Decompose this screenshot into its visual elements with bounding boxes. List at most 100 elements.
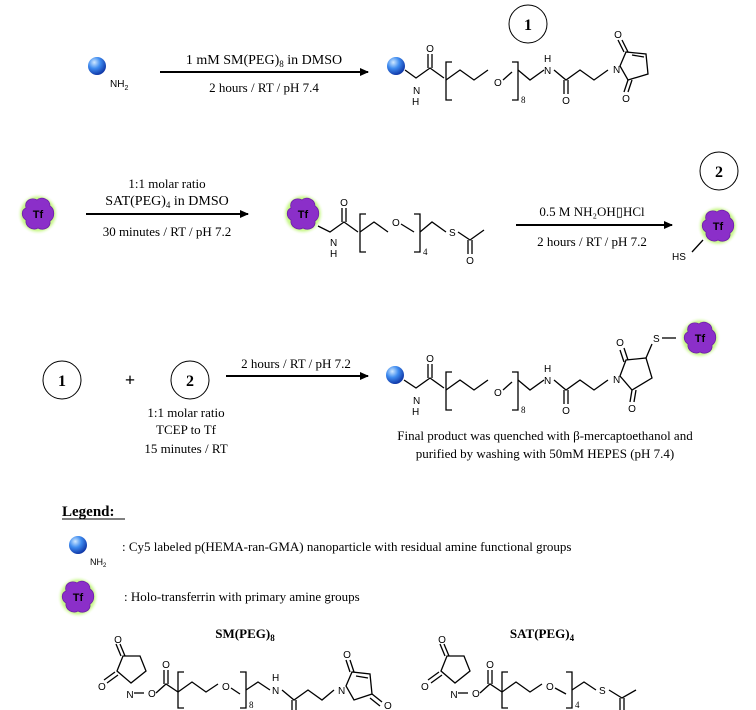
legend-tf-description: : Holo-transferrin with primary amine gr… (124, 589, 360, 604)
svg-text:O: O (616, 338, 624, 349)
svg-text:O: O (494, 78, 502, 89)
svg-text:O: O (614, 30, 622, 41)
svg-text:N: N (450, 690, 457, 701)
row2-reactant: Tf (16, 192, 60, 236)
thiol-label: HS (672, 252, 686, 263)
svg-text:O: O (426, 44, 434, 55)
compound-number-1: 1 (524, 17, 532, 34)
legend-np-description: : Cy5 labeled p(HEMA-ran-GMA) nanopartic… (122, 539, 571, 554)
sat-peg-label: SAT(PEG)4 (510, 626, 575, 643)
svg-text:H: H (544, 364, 551, 375)
nanoparticle-icon (69, 536, 87, 554)
nanoparticle-icon (386, 366, 404, 384)
svg-text:Tf: Tf (695, 333, 706, 345)
svg-text:8: 8 (521, 405, 526, 415)
svg-text:O: O (426, 354, 434, 365)
tcep-line-2: TCEP to Tf (156, 422, 217, 437)
sat-peg-structure: O O N O O O 4 S (421, 635, 637, 710)
legend-title: Legend: (62, 504, 115, 520)
svg-text:N: N (413, 86, 420, 97)
compound-1-structure: O N H O 8 N H O N O O (387, 30, 649, 108)
sm-reagent-label: 1 mM SM(PEG)8 in DMSO (186, 53, 342, 69)
svg-text:H: H (272, 673, 279, 684)
peg-bracket-left (445, 61, 452, 101)
svg-text:O: O (438, 635, 446, 646)
svg-text:H: H (544, 54, 551, 65)
svg-text:O: O (628, 404, 636, 415)
row2-arrow2: 0.5 M NH₂OH▯HCl 2 hours / RT / pH 7.2 (516, 204, 673, 249)
svg-text:O: O (486, 660, 494, 671)
svg-text:O: O (562, 406, 570, 417)
svg-text:N: N (338, 686, 345, 697)
step3-conditions: 2 hours / RT / pH 7.2 (241, 356, 351, 371)
svg-text:N: N (613, 65, 620, 76)
svg-text:N: N (544, 66, 551, 77)
svg-text:N: N (126, 690, 133, 701)
svg-text:8: 8 (249, 700, 254, 710)
svg-text:H: H (412, 97, 419, 108)
svg-text:S: S (449, 228, 456, 239)
svg-text:O: O (148, 689, 156, 700)
svg-text:O: O (384, 701, 392, 710)
svg-text:O: O (546, 682, 554, 693)
peg-bracket-right (512, 61, 519, 101)
row1-reactant: NH2 (88, 57, 128, 92)
svg-text:N: N (330, 238, 337, 249)
reactant-1-number: 1 (58, 373, 66, 390)
svg-text:O: O (421, 682, 429, 693)
svg-text:O: O (466, 256, 474, 267)
svg-text:O: O (340, 198, 348, 209)
nanoparticle-icon (387, 57, 405, 75)
svg-text:O: O (562, 96, 570, 107)
svg-text:S: S (599, 686, 606, 697)
final-product-structure: O N H O 8 N H O N O O S Tf (386, 316, 722, 418)
svg-text:N: N (272, 686, 279, 697)
svg-text:O: O (343, 650, 351, 661)
svg-text:N: N (544, 376, 551, 387)
nanoparticle-icon (88, 57, 106, 75)
sat-reagent-label: SAT(PEG)4 in DMSO (105, 194, 229, 210)
svg-text:O: O (472, 689, 480, 700)
svg-text:O: O (622, 94, 630, 105)
row3-reactants: 1 + 2 (42, 360, 210, 400)
svg-text:Tf: Tf (713, 221, 724, 233)
svg-text:4: 4 (575, 700, 580, 710)
legend-np-amine: NH2 (90, 557, 107, 569)
row3-arrow: 2 hours / RT / pH 7.2 (226, 356, 369, 380)
row1-arrow: 1 mM SM(PEG)8 in DMSO 2 hours / RT / pH … (160, 53, 369, 95)
compound-2-structure: Tf HS (672, 204, 740, 263)
tcep-line-3: 15 minutes / RT (144, 441, 227, 456)
step2-conditions: 30 minutes / RT / pH 7.2 (103, 224, 232, 239)
deprotect-conditions: 2 hours / RT / pH 7.2 (537, 234, 647, 249)
product-note-line-2: purified by washing with 50mM HEPES (pH … (416, 446, 675, 461)
compound-2-number: 2 (699, 151, 739, 191)
np-amine-label: NH2 (110, 79, 128, 92)
svg-text:O: O (392, 218, 400, 229)
tcep-line-1: 1:1 molar ratio (147, 405, 224, 420)
svg-text:O: O (494, 388, 502, 399)
svg-text:4: 4 (423, 247, 428, 257)
thioacetyl-intermediate: Tf O N H O 4 S O (281, 192, 485, 267)
sm-peg-structure: O O N O O O 8 N H N O O (98, 635, 392, 710)
svg-text:Tf: Tf (33, 209, 44, 221)
svg-text:O: O (114, 635, 122, 646)
row2-arrow1: 1:1 molar ratio SAT(PEG)4 in DMSO 30 min… (86, 176, 249, 239)
svg-text:N: N (613, 375, 620, 386)
compound-number-2: 2 (715, 164, 723, 181)
svg-text:Tf: Tf (298, 209, 309, 221)
svg-text:S: S (653, 334, 660, 345)
compound-number-circle (508, 4, 548, 44)
svg-text:Tf: Tf (73, 592, 84, 604)
legend: Legend: NH2 : Cy5 labeled p(HEMA-ran-GMA… (56, 504, 575, 643)
svg-text:N: N (413, 396, 420, 407)
tcep-notes: 1:1 molar ratio TCEP to Tf 15 minutes / … (144, 405, 227, 456)
final-product-note: Final product was quenched with β-mercap… (397, 428, 693, 461)
svg-text:H: H (330, 249, 337, 260)
svg-text:O: O (98, 682, 106, 693)
svg-text:O: O (222, 682, 230, 693)
svg-text:8: 8 (521, 95, 526, 105)
plus-sign: + (125, 370, 135, 390)
compound-1-number: 1 (508, 4, 548, 44)
step2-ratio: 1:1 molar ratio (128, 176, 205, 191)
